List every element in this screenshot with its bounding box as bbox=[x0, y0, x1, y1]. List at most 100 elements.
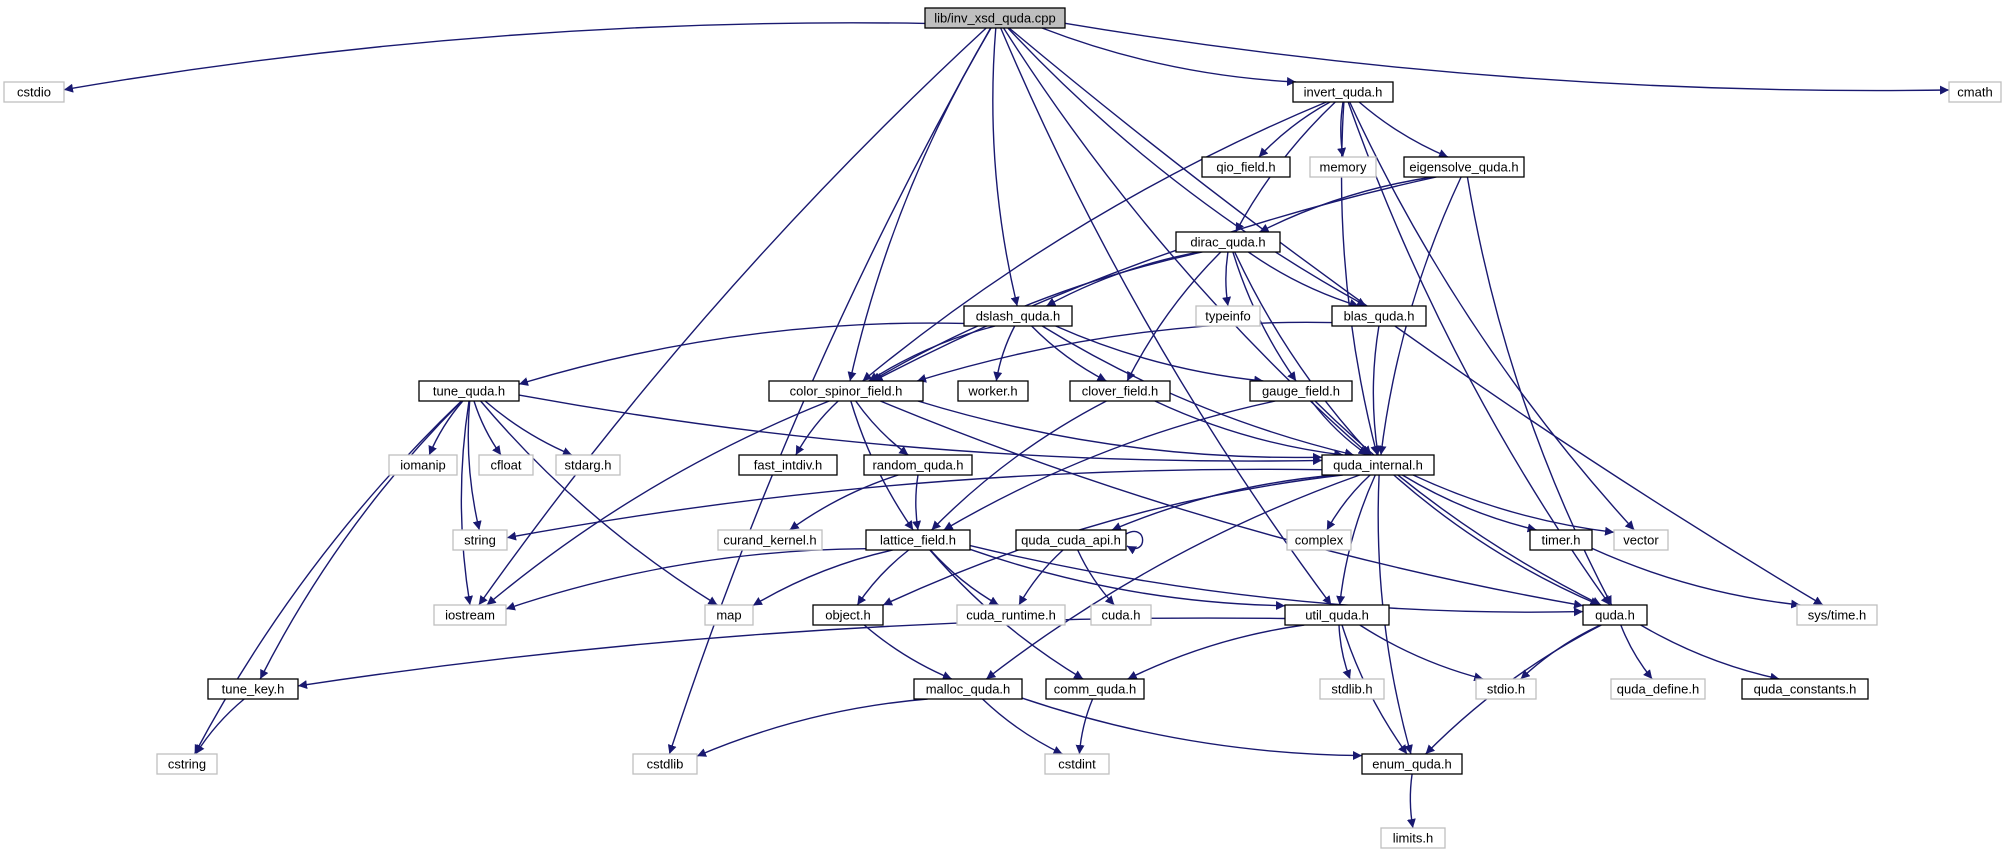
node-iostream: iostream bbox=[433, 604, 507, 626]
node-worker[interactable]: worker.h bbox=[957, 380, 1029, 402]
node-box-stdlib bbox=[1319, 678, 1385, 700]
node-root[interactable]: lib/inv_xsd_quda.cpp bbox=[924, 7, 1066, 29]
edge-quda_internal-to-timer bbox=[1402, 474, 1537, 533]
edge-blas_quda-to-color_spinor_field bbox=[916, 321, 1333, 383]
node-iomanip: iomanip bbox=[388, 454, 458, 476]
node-label-cuda: cuda.h bbox=[1101, 608, 1140, 623]
edge-lattice_field-to-util_quda bbox=[969, 548, 1286, 611]
node-clover_field[interactable]: clover_field.h bbox=[1069, 380, 1171, 402]
node-typeinfo: typeinfo bbox=[1195, 305, 1261, 327]
node-box-root bbox=[924, 7, 1066, 29]
node-blas_quda[interactable]: blas_quda.h bbox=[1331, 305, 1427, 327]
node-qio_field[interactable]: qio_field.h bbox=[1201, 156, 1291, 178]
node-cfloat: cfloat bbox=[478, 454, 534, 476]
node-dslash_quda[interactable]: dslash_quda.h bbox=[963, 305, 1073, 327]
edge-quda-to-stdio bbox=[1520, 624, 1601, 680]
edge-color_spinor_field-to-quda_internal bbox=[917, 400, 1323, 462]
node-curand_kernel: curand_kernel.h bbox=[717, 529, 823, 551]
node-comm_quda[interactable]: comm_quda.h bbox=[1045, 678, 1145, 700]
node-quda[interactable]: quda.h bbox=[1582, 604, 1648, 626]
node-enum_quda[interactable]: enum_quda.h bbox=[1361, 753, 1463, 775]
node-label-limits: limits.h bbox=[1393, 831, 1433, 846]
node-string: string bbox=[452, 529, 508, 551]
node-dirac_quda[interactable]: dirac_quda.h bbox=[1175, 231, 1281, 253]
node-random_quda[interactable]: random_quda.h bbox=[863, 454, 973, 476]
edge-dslash_quda-to-quda_internal bbox=[1041, 325, 1354, 458]
node-box-tune_key bbox=[207, 678, 299, 700]
edges-layer bbox=[63, 22, 1950, 829]
node-label-stdio: stdio.h bbox=[1487, 682, 1525, 697]
node-invert_quda[interactable]: invert_quda.h bbox=[1292, 81, 1394, 103]
edge-malloc_quda-to-cstdlib bbox=[696, 698, 928, 757]
node-timer[interactable]: timer.h bbox=[1529, 529, 1593, 551]
node-label-cuda_runtime: cuda_runtime.h bbox=[966, 608, 1056, 623]
node-fast_intdiv[interactable]: fast_intdiv.h bbox=[738, 454, 838, 476]
node-cmath: cmath bbox=[1948, 81, 2002, 103]
edge-timer-to-systime bbox=[1591, 547, 1801, 609]
node-box-eigensolve_quda bbox=[1403, 156, 1525, 178]
node-label-cstring: cstring bbox=[168, 757, 206, 772]
edge-tune_quda-to-cstring bbox=[193, 400, 462, 755]
edge-root-to-iostream bbox=[478, 27, 987, 606]
node-lattice_field[interactable]: lattice_field.h bbox=[865, 529, 971, 551]
node-tune_quda[interactable]: tune_quda.h bbox=[418, 380, 520, 402]
node-box-cuda_runtime bbox=[956, 604, 1066, 626]
node-box-complex bbox=[1286, 529, 1352, 551]
edge-tune_quda-to-iomanip bbox=[428, 400, 464, 456]
node-quda_cuda_api[interactable]: quda_cuda_api.h bbox=[1015, 529, 1127, 551]
edge-lattice_field-to-object bbox=[856, 549, 910, 606]
edge-util_quda-to-stdio bbox=[1359, 624, 1484, 682]
node-malloc_quda[interactable]: malloc_quda.h bbox=[913, 678, 1023, 700]
node-label-map: map bbox=[716, 608, 741, 623]
edge-tune_quda-to-string bbox=[467, 400, 482, 531]
node-quda_internal[interactable]: quda_internal.h bbox=[1321, 454, 1435, 476]
edge-blas_quda-to-quda_internal bbox=[1372, 325, 1382, 456]
edge-gauge_field-to-quda_internal bbox=[1310, 400, 1368, 456]
node-label-quda_internal: quda_internal.h bbox=[1333, 458, 1423, 473]
node-stdarg: stdarg.h bbox=[555, 454, 621, 476]
node-label-complex: complex bbox=[1295, 533, 1344, 548]
node-box-curand_kernel bbox=[717, 529, 823, 551]
node-box-quda_internal bbox=[1321, 454, 1435, 476]
node-label-quda_constants: quda_constants.h bbox=[1754, 682, 1857, 697]
node-stdio: stdio.h bbox=[1475, 678, 1537, 700]
edge-lattice_field-to-cuda_runtime bbox=[929, 549, 999, 606]
node-quda_constants[interactable]: quda_constants.h bbox=[1741, 678, 1869, 700]
node-cstring: cstring bbox=[156, 753, 218, 775]
edge-color_spinor_field-to-quda bbox=[880, 400, 1584, 609]
edge-invert_quda-to-vector bbox=[1349, 101, 1635, 531]
node-label-vector: vector bbox=[1623, 533, 1659, 548]
node-tune_key[interactable]: tune_key.h bbox=[207, 678, 299, 700]
node-label-fast_intdiv: fast_intdiv.h bbox=[754, 458, 822, 473]
node-label-cstdio: cstdio bbox=[17, 85, 51, 100]
node-object[interactable]: object.h bbox=[812, 604, 884, 626]
node-label-tune_quda: tune_quda.h bbox=[433, 384, 505, 399]
node-box-clover_field bbox=[1069, 380, 1171, 402]
edge-quda_internal-to-util_quda bbox=[1336, 474, 1376, 606]
edge-quda_cuda_api-to-cuda bbox=[1077, 549, 1115, 606]
edge-tune_quda-to-tune_key bbox=[259, 400, 463, 680]
node-box-limits bbox=[1380, 827, 1446, 849]
edge-eigensolve_quda-to-color_spinor_field bbox=[873, 176, 1437, 382]
node-box-enum_quda bbox=[1361, 753, 1463, 775]
node-label-malloc_quda: malloc_quda.h bbox=[926, 682, 1011, 697]
edge-gauge_field-to-quda bbox=[1314, 400, 1602, 606]
node-box-blas_quda bbox=[1331, 305, 1427, 327]
edge-quda_cuda_api-to-quda_cuda_api bbox=[1125, 531, 1144, 555]
node-label-iomanip: iomanip bbox=[400, 458, 446, 473]
node-box-stdarg bbox=[555, 454, 621, 476]
edge-dslash_quda-to-clover_field bbox=[1031, 325, 1107, 382]
node-color_spinor_field[interactable]: color_spinor_field.h bbox=[768, 380, 924, 402]
edge-quda-to-quda_constants bbox=[1640, 624, 1780, 682]
node-box-map bbox=[704, 604, 754, 626]
node-eigensolve_quda[interactable]: eigensolve_quda.h bbox=[1403, 156, 1525, 178]
node-util_quda[interactable]: util_quda.h bbox=[1284, 604, 1390, 626]
node-box-cuda bbox=[1090, 604, 1152, 626]
node-gauge_field[interactable]: gauge_field.h bbox=[1249, 380, 1353, 402]
node-box-quda bbox=[1582, 604, 1648, 626]
node-box-cstdio bbox=[3, 81, 65, 103]
node-label-blas_quda: blas_quda.h bbox=[1344, 309, 1415, 324]
node-box-cfloat bbox=[478, 454, 534, 476]
